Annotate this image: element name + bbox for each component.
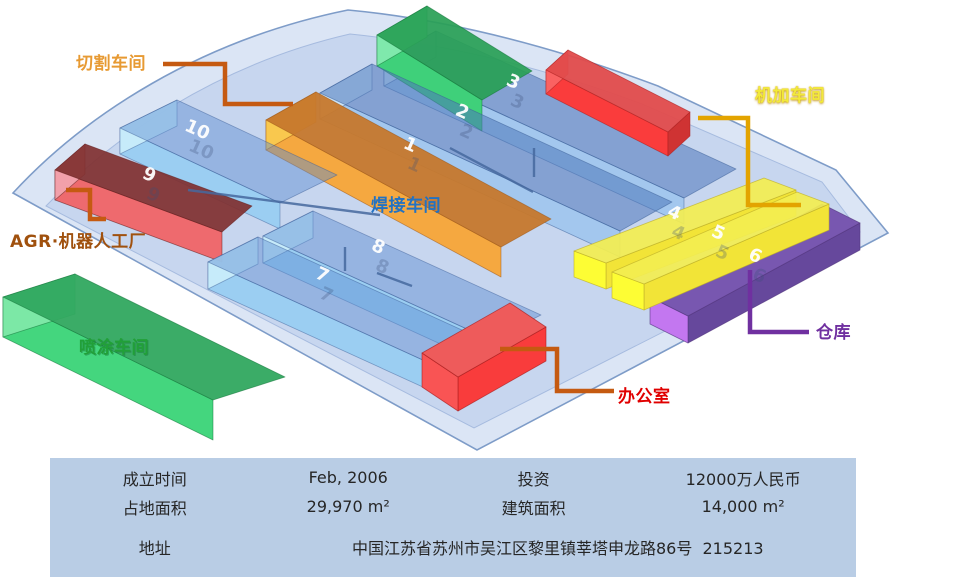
label-painting: 喷涂车间 xyxy=(79,338,149,358)
building-red-top xyxy=(545,49,691,157)
leader-machining xyxy=(698,115,801,208)
info-label-land-area: 占地面积 xyxy=(122,498,187,518)
label-agr: AGR·机器人工厂 xyxy=(10,232,147,252)
info-value-investment: 12000万人民币 xyxy=(685,469,801,489)
info-row: 占地面积 29,970 m² 建筑面积 14,000 m² xyxy=(50,492,856,521)
info-value-land-area: 29,970 m² xyxy=(306,497,390,516)
info-row: 地址 中国江苏省苏州市吴江区黎里镇莘塔申龙路86号 215213 xyxy=(50,532,856,561)
leader-cutting xyxy=(163,61,293,107)
info-row: 成立时间 Feb, 2006 投资 12000万人民币 xyxy=(50,463,856,492)
label-office: 办公室 xyxy=(618,387,671,407)
info-label-address: 地址 xyxy=(138,538,171,558)
building-5 xyxy=(611,191,830,311)
info-value-founded: Feb, 2006 xyxy=(308,468,388,487)
info-label-investment: 投资 xyxy=(517,469,550,489)
label-machining: 机加车间 xyxy=(755,86,825,106)
info-value-address: 中国江苏省苏州市吴江区黎里镇莘塔申龙路86号 215213 xyxy=(351,538,764,558)
leader-warehouse xyxy=(747,270,809,335)
info-label-founded: 成立时间 xyxy=(122,469,187,489)
label-cutting: 切割车间 xyxy=(76,54,146,74)
leader-office xyxy=(500,346,614,394)
label-welding: 焊接车间 xyxy=(371,196,441,216)
info-table: 成立时间 Feb, 2006 投资 12000万人民币 占地面积 29,970 … xyxy=(50,458,856,577)
leader-agr xyxy=(66,187,106,222)
info-value-building-area: 14,000 m² xyxy=(701,497,785,516)
building-1 xyxy=(265,91,552,278)
label-warehouse: 仓库 xyxy=(816,323,851,343)
leader-lines xyxy=(66,61,809,394)
building-8 xyxy=(262,210,542,368)
info-label-building-area: 建筑面积 xyxy=(501,498,566,518)
ground-marks xyxy=(187,146,536,288)
building-9 xyxy=(54,143,253,263)
building-green-bottom xyxy=(2,273,286,441)
